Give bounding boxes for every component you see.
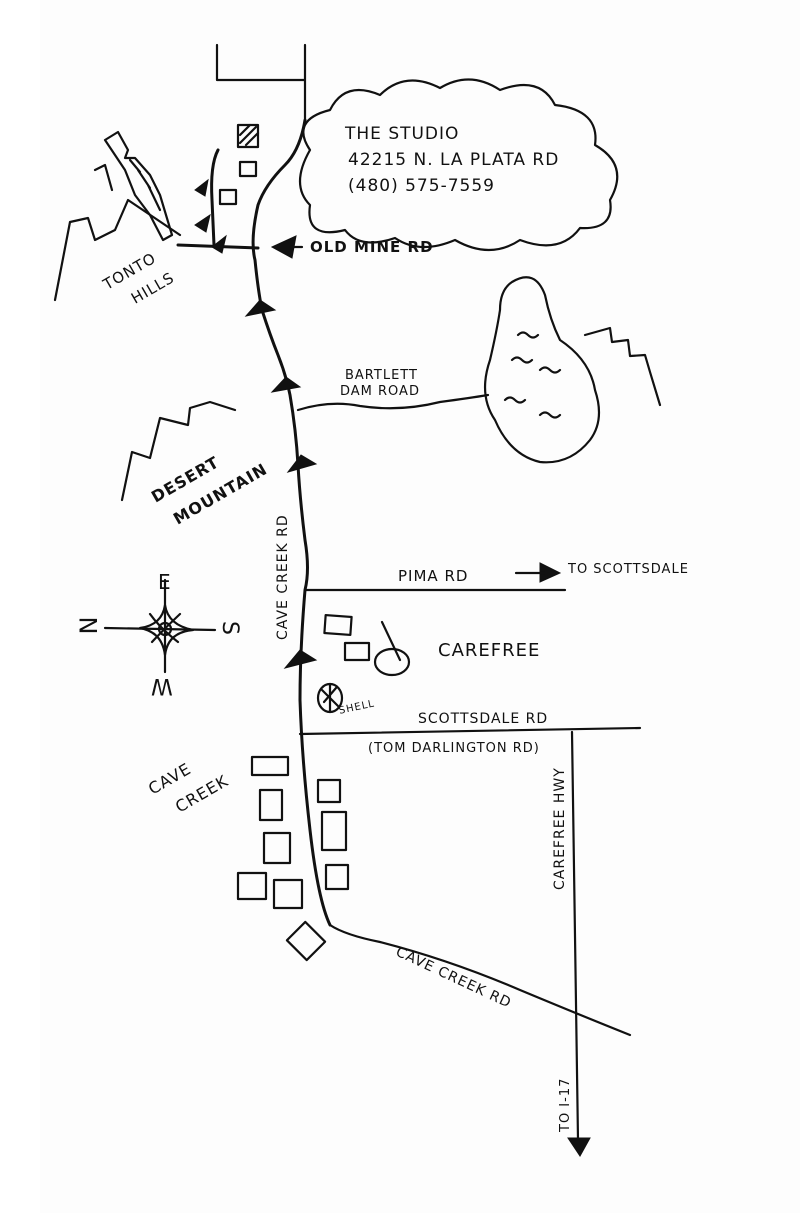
carefree-highway — [570, 730, 580, 1142]
scottsdale-road-label: SCOTTSDALE RD — [418, 711, 549, 727]
building — [238, 160, 258, 178]
building — [320, 810, 348, 852]
building — [323, 614, 353, 636]
studio-address: 42215 N. LA PLATA RD — [348, 150, 560, 170]
scottsdale-road — [298, 726, 642, 736]
studio-cloud — [299, 78, 619, 251]
compass-north: N — [73, 616, 102, 636]
east-mountains — [583, 326, 662, 407]
sundial — [373, 647, 411, 677]
building — [343, 641, 371, 662]
bartlett-label-2: DAM ROAD — [340, 384, 420, 399]
pima-road-label: PIMA RD — [398, 567, 469, 585]
cave-creek-rd-vertical-label: CAVE CREEK RD — [275, 514, 291, 640]
building — [236, 871, 268, 901]
old-mine-road-label: OLD MINE RD — [310, 238, 434, 256]
to-i17-label: TO I-17 — [558, 1077, 573, 1132]
lake-waves — [503, 331, 562, 419]
carefree-hwy-label: CAREFREE HWY — [552, 767, 568, 890]
to-scottsdale-label: TO SCOTTSDALE — [568, 562, 689, 577]
building — [285, 920, 327, 962]
building — [218, 188, 238, 206]
la-plata-road — [251, 118, 332, 927]
compass-south: S — [216, 621, 242, 636]
building — [262, 831, 292, 865]
lot-border — [215, 43, 307, 122]
route-marker — [286, 454, 318, 473]
desert-mountain-peaks — [120, 400, 237, 502]
route-marker — [211, 234, 227, 254]
compass-west: W — [150, 673, 173, 698]
building — [272, 878, 304, 910]
bartlett-lake — [483, 276, 601, 464]
route-marker — [283, 649, 318, 669]
route-marker — [270, 376, 302, 393]
studio-building-hatched — [236, 123, 260, 149]
route-marker — [194, 178, 209, 197]
route-marker — [194, 213, 211, 233]
mine-structure — [103, 130, 174, 242]
building — [250, 755, 290, 777]
cave-creek-road-diag — [328, 923, 632, 1037]
bartlett-dam-road — [296, 393, 490, 412]
tom-darlington-label: (TOM DARLINGTON RD) — [368, 741, 540, 756]
tonto-hills-mountains — [53, 163, 182, 302]
studio-phone: (480) 575-7559 — [348, 176, 495, 196]
paper-background — [40, 0, 800, 1213]
side-road — [210, 148, 220, 247]
compass-east: E — [158, 570, 172, 594]
compass-rose — [103, 578, 217, 674]
building — [258, 788, 284, 822]
bartlett-label-1: BARTLETT — [345, 368, 418, 383]
building — [316, 778, 342, 804]
route-marker — [244, 299, 277, 317]
i17-arrow — [567, 1137, 591, 1157]
carefree-label: CAREFREE — [438, 640, 541, 661]
studio-name: THE STUDIO — [345, 124, 460, 144]
building — [324, 863, 350, 891]
